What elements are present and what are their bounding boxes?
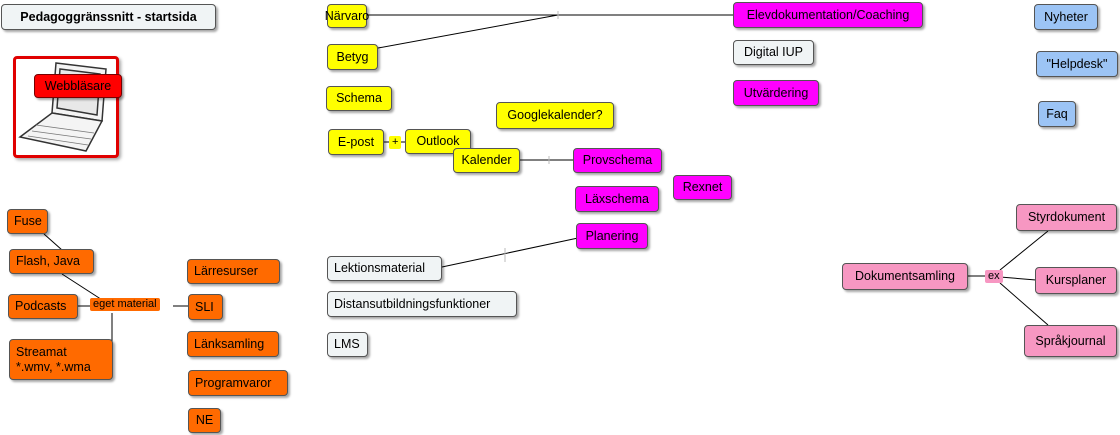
plus-connector: + — [389, 136, 402, 149]
lektionsmaterial-node[interactable]: Lektionsmaterial — [327, 256, 442, 281]
eget-material-connector[interactable]: eget material — [90, 298, 160, 311]
helpdesk-node[interactable]: "Helpdesk" — [1036, 51, 1118, 77]
betyg-node[interactable]: Betyg — [327, 44, 378, 70]
link-ex-styr — [999, 230, 1049, 271]
utvardering-node[interactable]: Utvärdering — [733, 80, 819, 106]
link-lektion-planering — [441, 237, 579, 268]
kursplaner-node[interactable]: Kursplaner — [1035, 267, 1117, 294]
narvaro-node[interactable]: Närvaro — [325, 4, 369, 28]
programvaror-node[interactable]: Programvaror — [188, 370, 288, 396]
provschema-node[interactable]: Provschema — [573, 148, 662, 173]
sli-node[interactable]: SLI — [188, 294, 223, 320]
schema-node[interactable]: Schema — [326, 86, 392, 111]
dokumentsamling-node[interactable]: Dokumentsamling — [842, 263, 968, 290]
link-betyg-elevdok — [377, 14, 559, 49]
rexnet-node[interactable]: Rexnet — [673, 175, 732, 200]
link-fuse-flash — [43, 233, 63, 251]
laxschema-node[interactable]: Läxschema — [575, 186, 659, 212]
distansutbildning-node[interactable]: Distansutbildningsfunktioner — [327, 291, 517, 317]
ne-node[interactable]: NE — [188, 408, 221, 433]
sprakjournal-node[interactable]: Språkjournal — [1024, 325, 1117, 357]
styrdokument-node[interactable]: Styrdokument — [1016, 204, 1117, 231]
podcasts-node[interactable]: Podcasts — [8, 294, 78, 319]
link-ex-sprak — [999, 282, 1049, 326]
page-title: Pedagoggränssnitt - startsida — [1, 4, 216, 30]
flash-java-node[interactable]: Flash, Java — [9, 249, 94, 274]
streamat-node[interactable]: Streamat *.wmv, *.wma — [9, 339, 113, 380]
planering-node[interactable]: Planering — [576, 223, 648, 249]
nyheter-node[interactable]: Nyheter — [1034, 4, 1098, 30]
ex-connector: ex — [985, 270, 1003, 283]
lms-node[interactable]: LMS — [327, 332, 368, 357]
fuse-node[interactable]: Fuse — [7, 209, 48, 234]
googlekalender-node[interactable]: Googlekalender? — [496, 102, 614, 129]
webbrowser-label[interactable]: Webbläsare — [34, 74, 122, 98]
larresurser-node[interactable]: Lärresurser — [187, 259, 280, 284]
digital-iup-node[interactable]: Digital IUP — [733, 40, 814, 65]
kalender-node[interactable]: Kalender — [453, 148, 520, 173]
laptop-icon — [13, 56, 119, 158]
epost-node[interactable]: E-post — [328, 129, 384, 155]
faq-node[interactable]: Faq — [1038, 101, 1076, 127]
lanksamling-node[interactable]: Länksamling — [187, 331, 279, 357]
link-ex-kurs — [999, 276, 1037, 281]
elevdokumentation-node[interactable]: Elevdokumentation/Coaching — [733, 2, 923, 28]
